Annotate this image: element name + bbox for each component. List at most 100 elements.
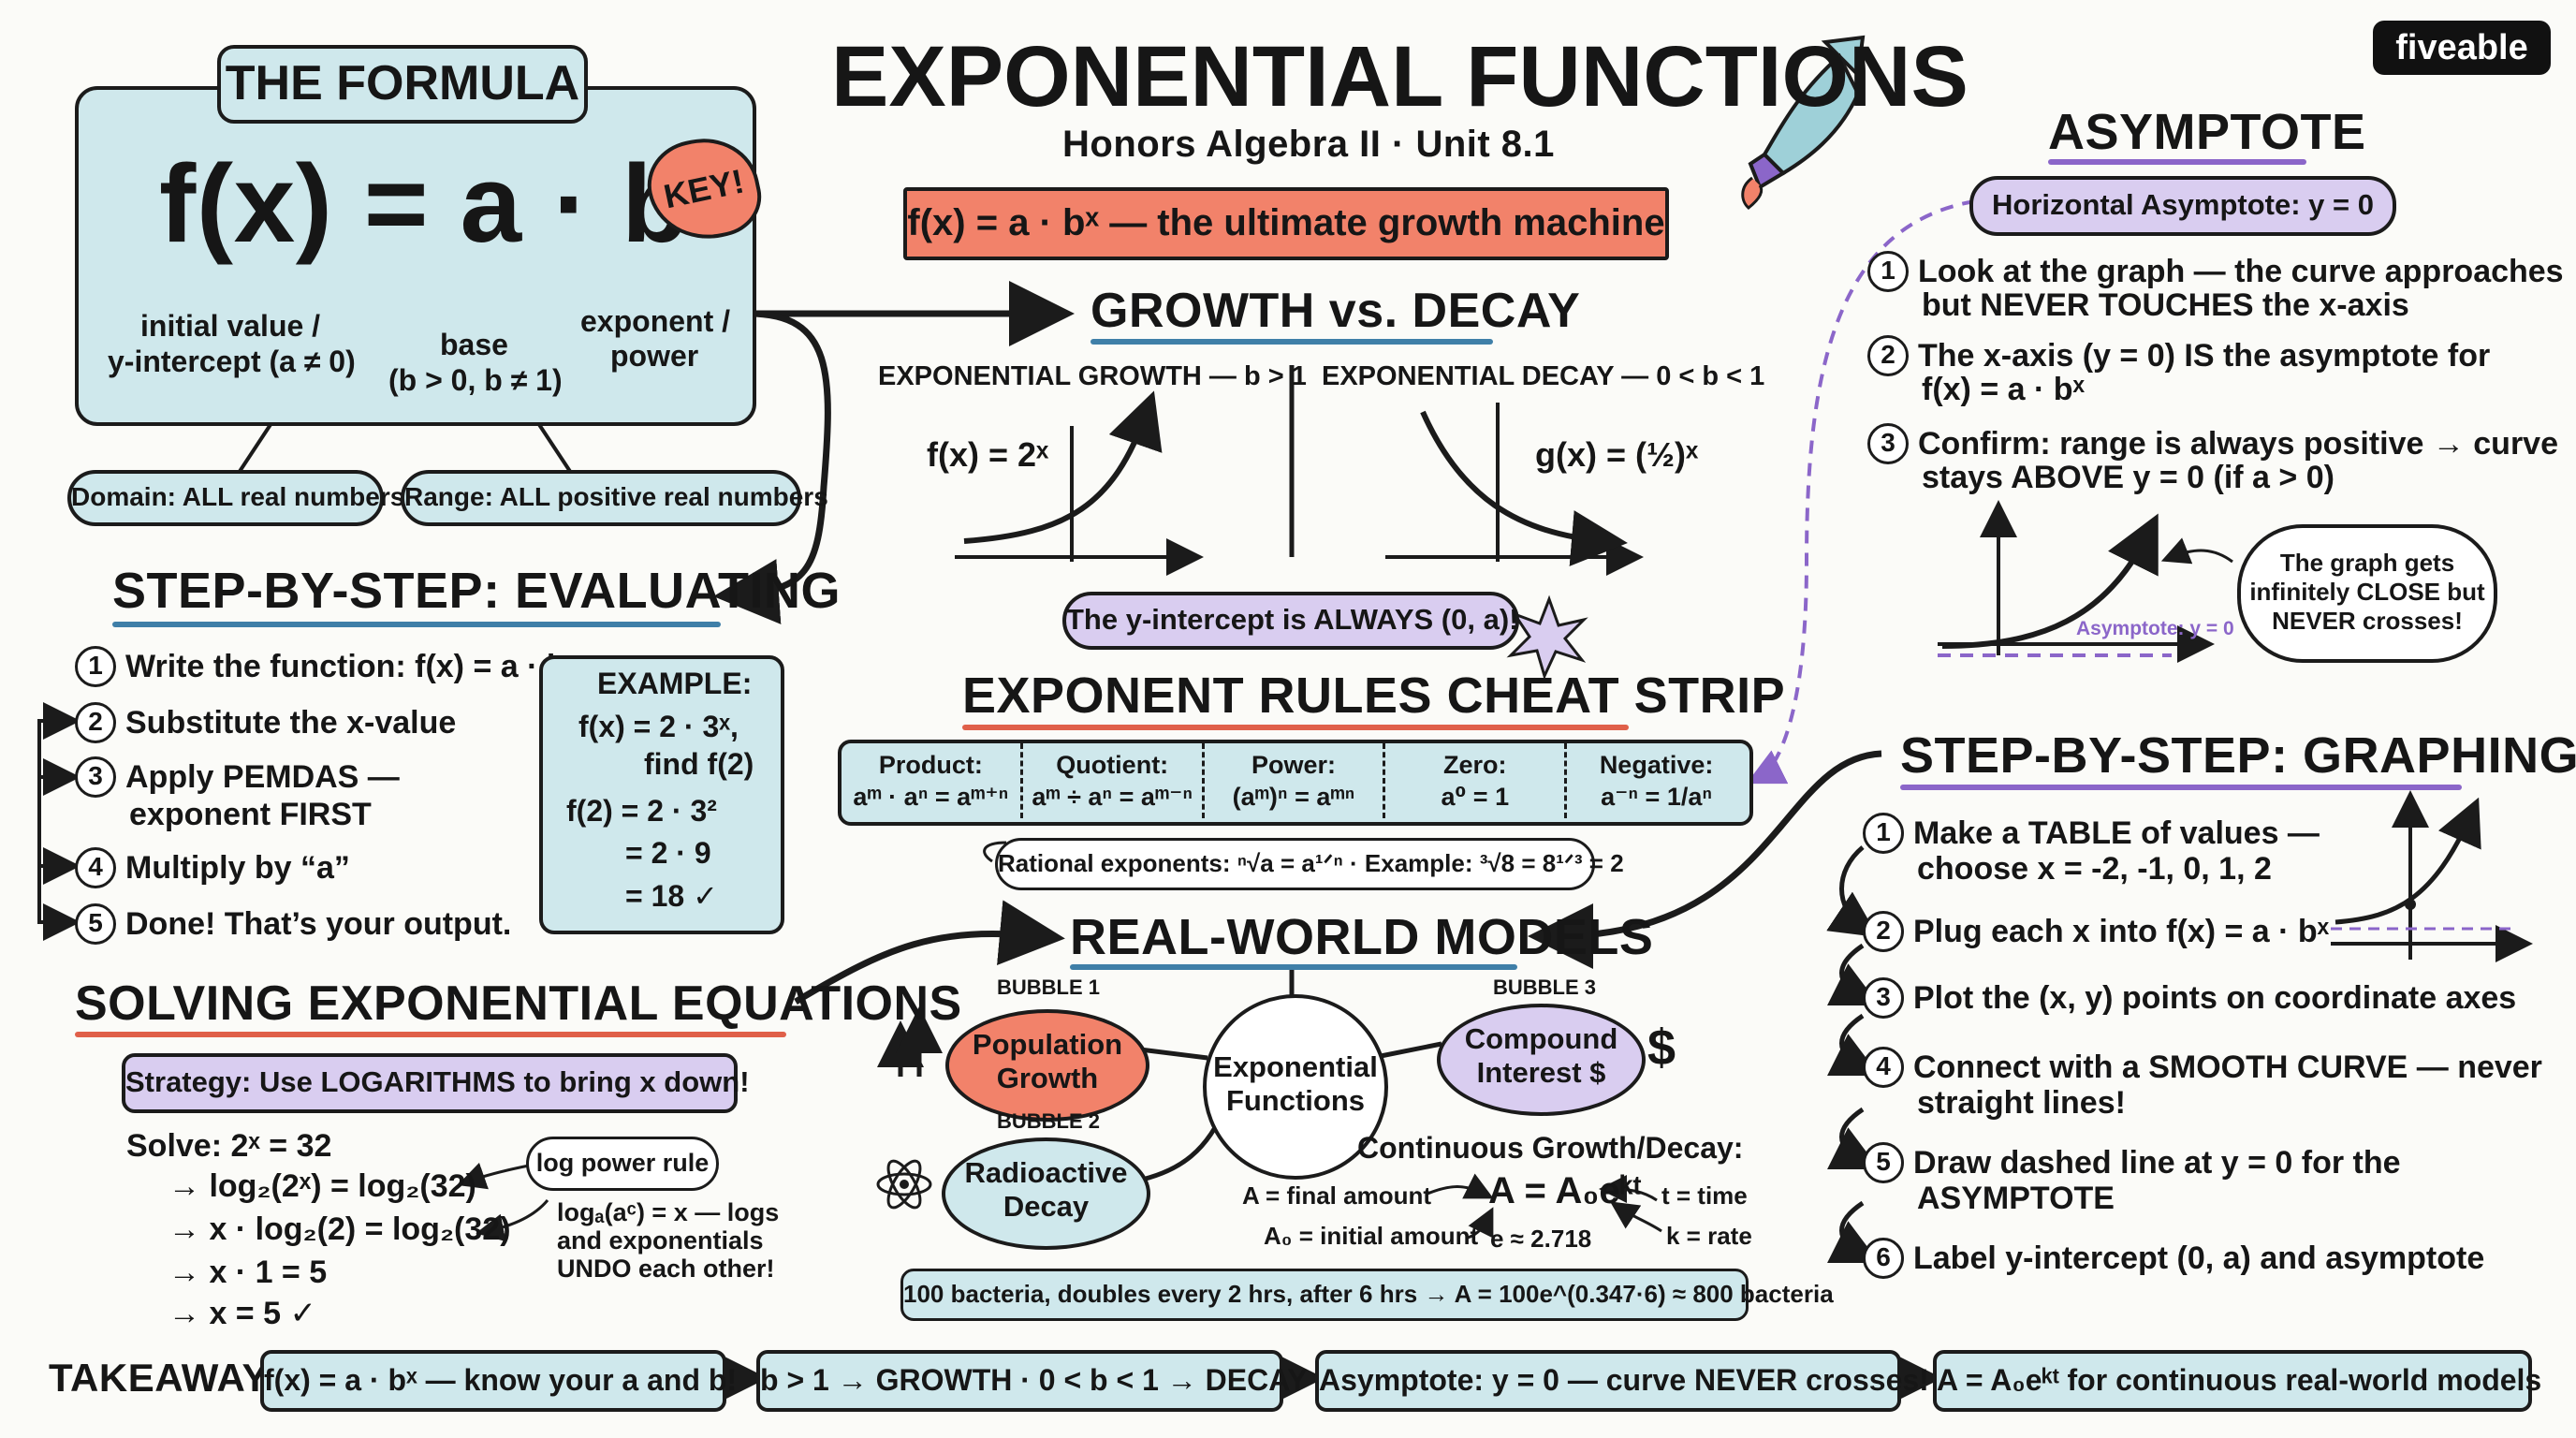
rule-cell-1: Quotient:aᵐ ÷ aⁿ = aᵐ⁻ⁿ: [1023, 743, 1205, 818]
solve-line-2: → log₂(2ˣ) = log₂(32): [168, 1168, 476, 1204]
solve-line-4: → x · 1 = 5: [168, 1255, 328, 1290]
formula-label-a-2: y-intercept (a ≠ 0): [108, 345, 356, 378]
example-line-5: = 18 ✓: [625, 879, 718, 913]
asym-step-1b: but NEVER TOUCHES the x-axis: [1922, 287, 2409, 323]
rule-cell-3: Zero: a⁰ = 1: [1385, 743, 1568, 818]
formula-label-x-2: power: [610, 339, 699, 373]
growth-label: EXPONENTIAL GROWTH — b > 1: [878, 361, 1307, 391]
rule-note-2: and exponentials: [557, 1226, 764, 1255]
continuous-formula: A = A₀eᵏᵗ: [1488, 1170, 1642, 1211]
bubble1-tag: BUBBLE 1: [997, 976, 1101, 999]
formula-label-b-1: base: [440, 328, 508, 361]
formula-label-x-1: exponent /: [580, 304, 731, 338]
growth-curve: [963, 390, 1163, 544]
eval-step-3b: exponent FIRST: [129, 797, 372, 832]
solve-line-1: Solve: 2ˣ = 32: [126, 1128, 332, 1164]
page-title: EXPONENTIAL FUNCTIONS: [831, 29, 1969, 125]
rules-strip: [838, 740, 1753, 826]
formula-label-a-1: initial value /: [140, 309, 321, 343]
bubble-compound-interest: Compound Interest $: [1437, 1004, 1646, 1116]
page-subtitle: Honors Algebra II · Unit 8.1: [1062, 124, 1555, 165]
rule-formula: aᵐ · aⁿ = aᵐ⁺ⁿ: [853, 783, 1009, 811]
rule-name: Quotient:: [1056, 751, 1169, 779]
models-center-bubble: Exponential Functions: [1203, 994, 1388, 1180]
ann-time: t = time: [1661, 1181, 1748, 1210]
growth-arrows-icon: [877, 1006, 943, 1077]
formula-tag: THE FORMULA: [217, 45, 588, 124]
takeaway-label: TAKEAWAY:: [49, 1356, 280, 1400]
rule-formula: (aᵐ)ⁿ = aᵐⁿ: [1232, 783, 1355, 811]
decay-label: EXPONENTIAL DECAY — 0 < b < 1: [1322, 361, 1765, 391]
example-box: [539, 655, 784, 934]
asymptote-graph-label: Asymptote: y = 0: [2076, 618, 2234, 639]
graph-step-1b: choose x = -2, -1, 0, 1, 2: [1917, 851, 2272, 887]
formula-main: f(x) = a · bˣ: [159, 142, 731, 266]
continuous-title: Continuous Growth/Decay:: [1357, 1131, 1744, 1165]
example-title: EXAMPLE:: [597, 667, 753, 700]
rule-cell-0: Product:aᵐ · aⁿ = aᵐ⁺ⁿ: [842, 743, 1023, 818]
growth-fn: f(x) = 2ˣ: [927, 435, 1049, 474]
evaluating-title: STEP-BY-STEP: EVALUATING: [112, 563, 842, 619]
ann-e: e ≈ 2.718: [1490, 1225, 1592, 1253]
rule-name: Power:: [1251, 751, 1336, 779]
example-line-3: f(2) = 2 · 3²: [566, 794, 717, 828]
intercept-note: The y-intercept is ALWAYS (0, a)!: [1062, 592, 1519, 650]
takeaway-2: b > 1 → GROWTH · 0 < b < 1 → DECAY: [756, 1350, 1308, 1412]
models-example: 100 bacteria, doubles every 2 hrs, after…: [900, 1269, 1834, 1321]
asymptote-pill: Horizontal Asymptote: y = 0: [1969, 176, 2396, 236]
formula-box: [75, 86, 756, 426]
decay-fn: g(x) = (½)ˣ: [1535, 435, 1699, 474]
bubble-population-growth: Population Growth: [945, 1009, 1149, 1122]
asym-step-2b: f(x) = a · bˣ: [1922, 372, 2085, 407]
bubble2-tag: BUBBLE 2: [997, 1109, 1101, 1133]
models-title: REAL-WORLD MODELS: [1070, 909, 1654, 965]
bubble3-tag: BUBBLE 3: [1493, 976, 1597, 999]
arrow-formula-to-evaluating: [713, 310, 831, 624]
asymptote-title: ASYMPTOTE: [2048, 104, 2366, 160]
rule-name: Zero:: [1443, 751, 1507, 779]
takeaway-1: f(x) = a · bˣ — know your a and b!: [260, 1350, 737, 1412]
graph-step-4b: straight lines!: [1917, 1085, 2126, 1121]
rules-title: EXPONENT RULES CHEAT STRIP: [962, 668, 1786, 724]
takeaway-4: A = A₀eᵏᵗ for continuous real-world mode…: [1933, 1350, 2541, 1412]
rule-formula: a⁰ = 1: [1441, 783, 1510, 811]
formula-label-b-2: (b > 0, b ≠ 1): [388, 363, 563, 397]
solve-line-3: → x · log₂(2) = log₂(32): [168, 1211, 511, 1247]
strategy-pill: Strategy: Use LOGARITHMS to bring x down…: [122, 1053, 750, 1113]
brand-logo[interactable]: fiveable: [2373, 21, 2551, 75]
atom-icon: [876, 1159, 932, 1210]
tagline-banner: f(x) = a · bˣ — the ultimate growth mach…: [903, 187, 1669, 260]
bubble-radioactive-decay: Radioactive Decay: [942, 1137, 1150, 1250]
rule-note-1: logₐ(aᶜ) = x — logs: [557, 1198, 780, 1226]
domain-pill: Domain: ALL real numbers: [67, 470, 404, 526]
ann-initial-amount: A₀ = initial amount: [1264, 1222, 1479, 1250]
rule-formula: a⁻ⁿ = 1/aⁿ: [1601, 783, 1713, 811]
ann-final-amount: A = final amount: [1242, 1181, 1431, 1210]
example-line-1: f(x) = 2 · 3ˣ,: [578, 710, 739, 743]
graph-step-5b: ASYMPTOTE: [1917, 1181, 2115, 1216]
decay-curve: [1420, 410, 1628, 566]
takeaway-3: Asymptote: y = 0 — curve NEVER crosses!: [1315, 1350, 1929, 1412]
rule-note-3: UNDO each other!: [557, 1255, 775, 1283]
asymptote-cloud: The graph gets infinitely CLOSE but NEVE…: [2237, 524, 2497, 663]
solving-title: SOLVING EXPONENTIAL EQUATIONS: [75, 976, 962, 1031]
rule-cell-2: Power: (aᵐ)ⁿ = aᵐⁿ: [1205, 743, 1386, 818]
example-line-4: = 2 · 9: [625, 836, 711, 870]
range-pill: Range: ALL positive real numbers: [401, 470, 828, 526]
graphing-title: STEP-BY-STEP: GRAPHING: [1900, 727, 2576, 784]
rule-cell-4: Negative:a⁻ⁿ = 1/aⁿ: [1567, 743, 1746, 818]
log-rule-bubble: log power rule: [526, 1137, 719, 1191]
